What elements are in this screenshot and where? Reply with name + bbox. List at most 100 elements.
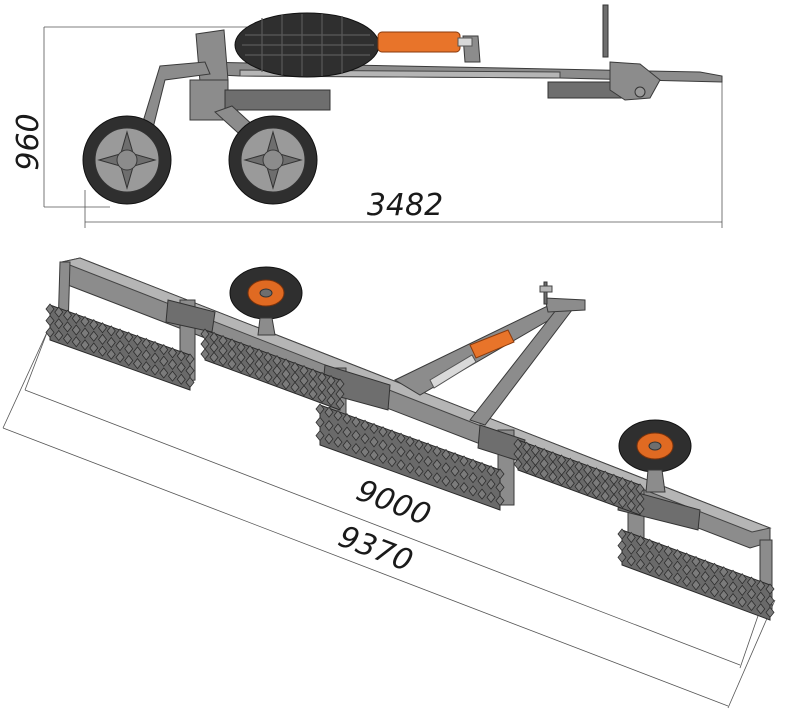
roller-spike [432, 445, 442, 457]
roller-spike [335, 398, 345, 410]
roller-spike [299, 385, 309, 397]
roller-spike [167, 347, 178, 359]
roller-spike [89, 330, 99, 342]
roller-spike [691, 579, 701, 591]
roller-spike [609, 493, 619, 505]
roller-spike [308, 388, 318, 400]
dimension-height-960: 960 [11, 113, 46, 170]
roller-spike [369, 436, 379, 448]
roller-spike [709, 586, 720, 598]
roller-spike [600, 490, 610, 502]
roller-spike [185, 376, 195, 388]
roller-spike [396, 432, 406, 444]
roller-spike [756, 603, 766, 615]
roller-spike [700, 559, 710, 571]
roller-spike [62, 332, 73, 345]
roller-spike [315, 403, 325, 415]
isometric-view: 9000 9370 [2, 257, 776, 709]
roller-spike [635, 503, 645, 515]
roller-spike [719, 577, 729, 590]
roller-spike [737, 596, 747, 608]
roller-spike [62, 309, 73, 321]
roller-spike [324, 419, 334, 432]
roller-spike [635, 558, 646, 570]
side-wheel-front [228, 115, 318, 205]
roller-spike [62, 321, 73, 333]
roller-spike [342, 413, 352, 425]
roller-spike [654, 565, 664, 577]
roller-spike [459, 468, 469, 480]
roller-spike [227, 358, 237, 370]
roller-spike [80, 327, 90, 339]
roller-spike [387, 442, 397, 454]
roller-spike [351, 443, 361, 455]
dimension-overall-width-9370: 9370 [333, 519, 417, 579]
roller-spike [115, 340, 125, 352]
roller-spike [691, 555, 701, 568]
roller-spike [663, 557, 673, 569]
roller-spike [746, 599, 757, 612]
roller-spike [495, 468, 505, 480]
roller-spike [71, 312, 81, 325]
roller-spike [423, 455, 433, 467]
roller-spike [450, 478, 460, 491]
roller-spike [765, 595, 775, 607]
roller-spike [71, 324, 81, 336]
iso-transport-wheel-right [618, 419, 692, 493]
roller-spike [591, 487, 601, 499]
roller-spike [150, 364, 160, 376]
roller-spike [351, 429, 361, 441]
roller-spike [709, 562, 720, 575]
roller-spike [342, 426, 352, 438]
roller-spike [539, 468, 549, 480]
roller-spike [548, 471, 558, 483]
roller-spike [342, 439, 352, 452]
roller-spike [115, 351, 125, 363]
roller-spike [626, 555, 636, 567]
roller-spike [176, 350, 186, 362]
roller-spike [565, 477, 575, 489]
side-hydraulic-cylinder [377, 31, 473, 53]
roller-spike [765, 606, 775, 618]
roller-spike [387, 456, 397, 468]
roller-spike [682, 552, 692, 564]
roller-spike [626, 543, 636, 555]
roller-spike [700, 582, 710, 594]
roller-spike [315, 416, 325, 428]
roller-spike [746, 588, 757, 600]
roller-spike [124, 354, 134, 367]
roller-spike [486, 491, 496, 504]
roller-spike [450, 452, 460, 464]
roller-spike [728, 592, 738, 605]
roller-spike [737, 573, 747, 585]
roller-spike [369, 449, 379, 461]
roller-spike [290, 381, 300, 393]
roller-spike [617, 540, 627, 552]
roller-spike [185, 365, 195, 377]
roller-spike [672, 548, 683, 561]
roller-spike [54, 329, 64, 342]
roller-spike [167, 370, 178, 382]
roller-spike [150, 352, 160, 364]
roller-spike [150, 340, 160, 353]
roller-spike [486, 478, 496, 490]
roller-spike [486, 465, 496, 477]
roller-spike [97, 345, 108, 357]
side-wheel-rear [82, 115, 172, 205]
roller-spikes [45, 303, 775, 618]
roller-spike [132, 334, 143, 346]
roller-spike [360, 432, 370, 445]
roller-spike [378, 426, 388, 438]
roller-spike [396, 459, 406, 471]
roller-spike [477, 461, 487, 474]
roller-spike [89, 318, 99, 331]
roller-spike [468, 458, 478, 470]
roller-spike [369, 422, 379, 435]
roller-spike [626, 500, 636, 512]
roller-spike [423, 442, 433, 454]
roller-spike [672, 560, 683, 572]
roller-spike [423, 469, 433, 481]
roller-spike [333, 436, 343, 448]
roller-spike [71, 336, 81, 348]
side-frame [137, 4, 723, 161]
